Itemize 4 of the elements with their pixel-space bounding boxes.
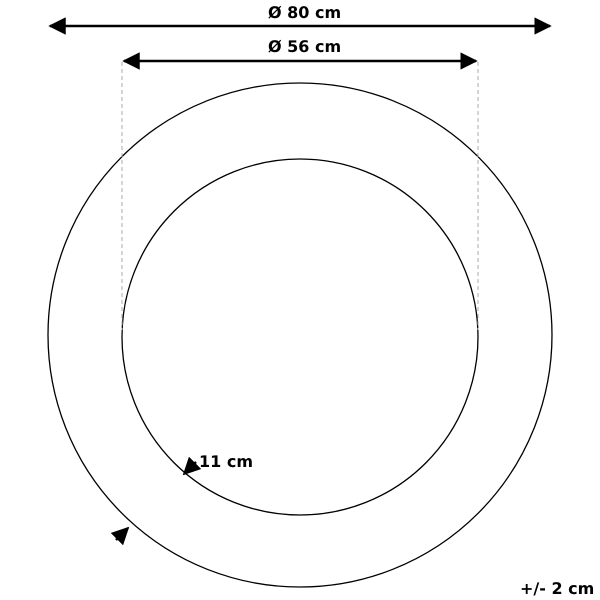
dimension-label: Ø 80 cm — [268, 4, 342, 22]
dimension-label: 11 cm — [199, 453, 253, 471]
dimension-label: Ø 56 cm — [268, 38, 342, 56]
tolerance-note: +/- 2 cm — [520, 580, 594, 598]
